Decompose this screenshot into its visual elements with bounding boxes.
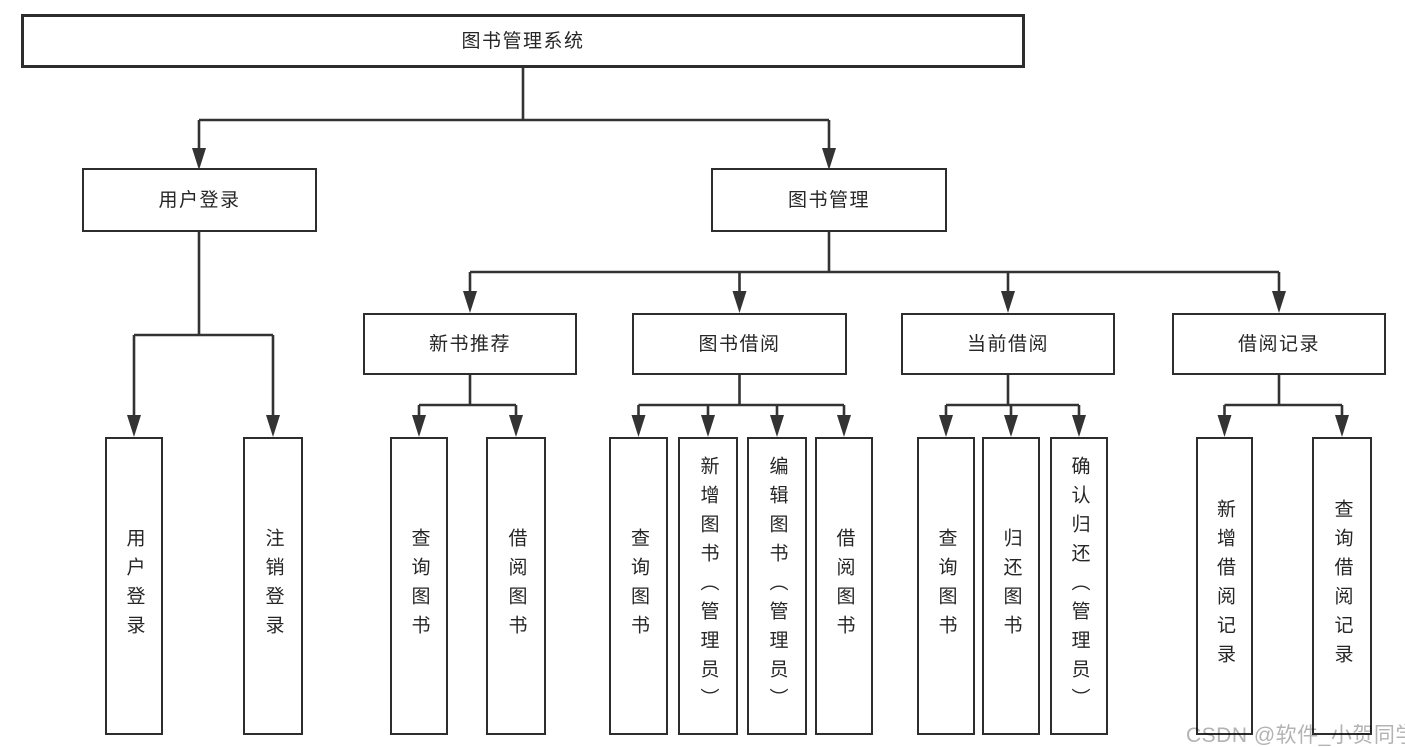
leaf-logout-label: 注销登录 [262, 528, 284, 644]
leaf-add-borrow-record-label: 新增借阅记录 [1214, 499, 1235, 673]
connector-current-borrow-branch [944, 375, 1081, 418]
node-book-borrow-label: 图书借阅 [698, 333, 781, 355]
csdn-watermark: CSDN @软件_小贺同学 [1186, 724, 1405, 747]
arrowhead [770, 415, 784, 437]
arrowheads [127, 148, 1349, 437]
leaf-query-book-borrow-label: 查询图书 [628, 528, 649, 644]
leaf-confirm-return-admin-label: 确认归还（管理员） [1068, 455, 1090, 717]
leaf-query-book-borrow: 查询图书 [609, 437, 668, 735]
arrowhead [1001, 291, 1015, 313]
arrowhead [1072, 415, 1086, 437]
leaf-query-borrow-record-label: 查询借阅记录 [1331, 499, 1353, 673]
leaf-add-borrow-record: 新增借阅记录 [1196, 437, 1253, 735]
connector-user-login-branch [132, 232, 275, 418]
connector-book-borrow-branch [637, 375, 846, 418]
node-root-system: 图书管理系统 [21, 14, 1025, 68]
arrowhead [192, 148, 206, 170]
leaf-return-book-label: 归还图书 [1000, 528, 1022, 644]
leaf-edit-book-admin: 编辑图书（管理员） [747, 437, 807, 735]
node-new-book-recommend-label: 新书推荐 [428, 333, 511, 355]
arrowhead [1272, 291, 1286, 313]
arrowhead [127, 415, 141, 437]
arrowhead [1004, 415, 1018, 437]
leaf-borrow-book-label: 借阅图书 [833, 528, 855, 644]
arrowhead [837, 415, 851, 437]
connector-lines [132, 68, 1344, 418]
leaf-query-borrow-record: 查询借阅记录 [1312, 437, 1372, 735]
arrowhead [1335, 415, 1349, 437]
arrowhead [266, 415, 280, 437]
leaf-confirm-return-admin: 确认归还（管理员） [1050, 437, 1108, 735]
arrowhead [732, 291, 747, 313]
node-current-borrow: 当前借阅 [901, 313, 1115, 375]
arrowhead [509, 415, 523, 437]
leaf-borrow-book-recommend-label: 借阅图书 [505, 528, 527, 644]
node-new-book-recommend: 新书推荐 [363, 313, 577, 375]
connector-borrow-records-branch [1223, 375, 1344, 418]
node-book-management-label: 图书管理 [787, 189, 870, 211]
leaf-return-book: 归还图书 [982, 437, 1040, 735]
leaf-logout: 注销登录 [243, 437, 303, 735]
node-borrow-records-label: 借阅记录 [1237, 333, 1320, 355]
arrowhead [822, 148, 836, 170]
leaf-borrow-book-recommend: 借阅图书 [486, 437, 546, 735]
connector-book-management-branch [468, 232, 1281, 295]
node-current-borrow-label: 当前借阅 [966, 333, 1049, 355]
arrowhead [631, 415, 646, 437]
leaf-add-book-admin-label: 新增图书（管理员） [697, 455, 719, 717]
leaf-query-book-recommend-label: 查询图书 [408, 528, 430, 644]
leaf-query-book-recommend: 查询图书 [390, 437, 448, 735]
arrowhead [939, 415, 953, 437]
arrowhead [701, 415, 715, 437]
leaf-query-book-current: 查询图书 [917, 437, 975, 735]
node-book-management: 图书管理 [711, 168, 947, 232]
node-borrow-records: 借阅记录 [1172, 313, 1386, 375]
leaf-edit-book-admin-label: 编辑图书（管理员） [766, 455, 788, 717]
node-user-login-label: 用户登录 [158, 189, 241, 211]
node-user-login: 用户登录 [82, 168, 317, 232]
arrowhead [412, 415, 426, 437]
arrowhead [1217, 415, 1232, 437]
node-book-borrow: 图书借阅 [632, 313, 847, 375]
connector-new-book-branch [417, 375, 518, 418]
leaf-add-book-admin: 新增图书（管理员） [678, 437, 738, 735]
leaf-borrow-book: 借阅图书 [815, 437, 873, 735]
connector-root-to-level2 [197, 68, 831, 151]
leaf-user-login-label: 用户登录 [123, 528, 145, 644]
leaf-user-login: 用户登录 [105, 437, 163, 735]
node-root-label: 图书管理系统 [461, 30, 585, 52]
leaf-query-book-current-label: 查询图书 [935, 528, 957, 644]
arrowhead [463, 291, 477, 313]
